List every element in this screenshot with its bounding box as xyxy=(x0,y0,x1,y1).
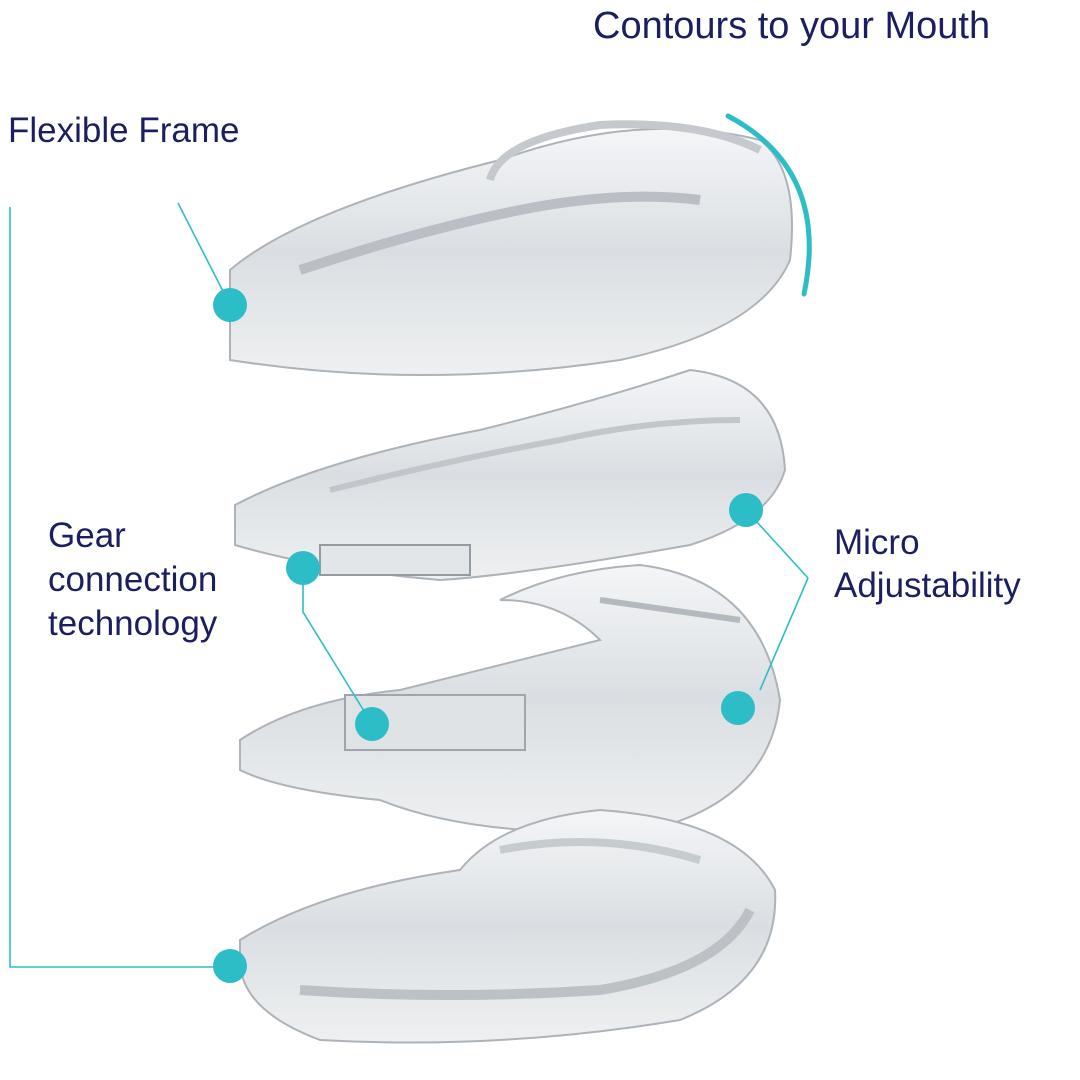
micro-label-line2: Adjustability xyxy=(834,566,1021,605)
top-tray-layer xyxy=(229,120,793,376)
gear-label-line1: Gear xyxy=(48,516,126,555)
contour-arc-icon xyxy=(725,113,812,297)
micro-leader-lower xyxy=(759,577,809,691)
micro-label-line1: Micro xyxy=(834,523,920,562)
callout-dot-icon xyxy=(213,288,247,322)
callout-dot-icon xyxy=(286,551,320,585)
lower-gear-layer xyxy=(239,563,782,833)
bottom-tray-layer xyxy=(239,808,777,1044)
gear-label-line3: technology xyxy=(48,604,218,643)
callout-dot-icon xyxy=(721,691,755,725)
callout-dots xyxy=(213,288,763,983)
gear-label-line2: connection xyxy=(48,560,217,599)
flexible-frame-label: Flexible Frame xyxy=(8,111,239,150)
contours-label: Contours to your Mouth xyxy=(593,5,990,47)
callout-dot-icon xyxy=(729,493,763,527)
callout-dot-icon xyxy=(355,707,389,741)
flexible-frame-leader xyxy=(177,202,231,306)
callout-dot-icon xyxy=(213,949,247,983)
frame-bracket-line xyxy=(9,207,230,968)
mouthguard-illustration xyxy=(229,120,793,1044)
upper-gear-layer xyxy=(234,368,787,582)
